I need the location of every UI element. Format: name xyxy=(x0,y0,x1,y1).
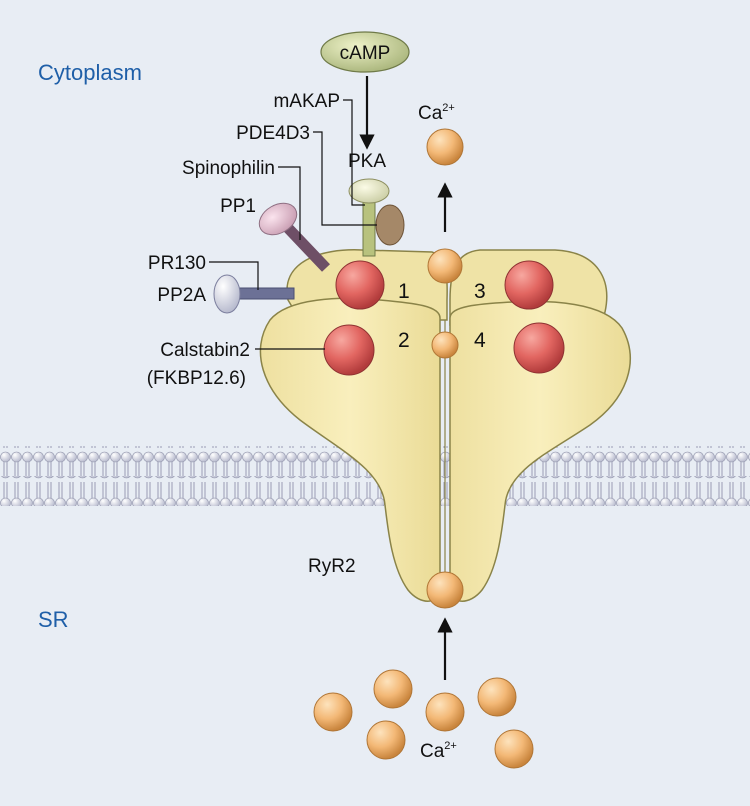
calstabin-sphere-3 xyxy=(504,260,554,310)
pp1-complex xyxy=(258,202,330,272)
pr130-leader xyxy=(209,261,259,290)
subunit-number-2: 2 xyxy=(398,329,410,352)
released-calcium-ion xyxy=(426,128,464,166)
pde4d3-label: PDE4D3 xyxy=(236,123,310,144)
ryr2-label: RyR2 xyxy=(308,556,356,577)
sr-calcium-pool xyxy=(313,669,534,769)
calstabin2-label: Calstabin2 xyxy=(160,340,250,361)
calstabin-spheres xyxy=(323,260,565,376)
makap-leader xyxy=(343,99,365,206)
pp2a-head xyxy=(213,274,241,314)
pka-head xyxy=(348,178,390,204)
calcium-bottom-label: Ca2+ xyxy=(420,740,457,762)
calcium-top-symbol: Ca xyxy=(418,103,443,124)
spinophilin-leader xyxy=(278,166,301,240)
calcium-bottom-symbol: Ca xyxy=(420,741,445,762)
pde4d3-shape xyxy=(375,204,405,246)
sr-label: SR xyxy=(38,607,69,632)
pp2a-label: PP2A xyxy=(157,285,206,306)
spinophilin-label: Spinophilin xyxy=(182,158,275,179)
leader-lines xyxy=(209,99,377,350)
calcium-top-label: Ca2+ xyxy=(418,102,455,124)
pp1-head xyxy=(258,202,298,236)
fkbp-label: (FKBP12.6) xyxy=(147,368,246,389)
pka-label: PKA xyxy=(348,151,386,172)
pr130-label: PR130 xyxy=(148,253,206,274)
cytoplasm-label: Cytoplasm xyxy=(38,60,142,85)
camp-label: cAMP xyxy=(340,43,391,64)
pore-calcium-ions xyxy=(426,248,464,609)
camp-ellipse xyxy=(320,31,410,73)
pp1-label: PP1 xyxy=(220,196,256,217)
subunit-number-3: 3 xyxy=(474,280,486,303)
calstabin-sphere-1 xyxy=(335,260,385,310)
pka-complex xyxy=(348,178,405,257)
subunit-number-4: 4 xyxy=(474,329,486,352)
calstabin-sphere-4 xyxy=(513,322,565,374)
calcium-top-charge: 2+ xyxy=(442,102,455,114)
calcium-bottom-charge: 2+ xyxy=(444,740,457,752)
makap-label: mAKAP xyxy=(273,91,340,112)
ryr2-channel xyxy=(259,249,631,602)
calstabin-sphere-2 xyxy=(323,324,375,376)
pp2a-complex xyxy=(213,274,295,314)
subunit-number-1: 1 xyxy=(398,280,410,303)
pde4d3-leader xyxy=(313,131,377,226)
